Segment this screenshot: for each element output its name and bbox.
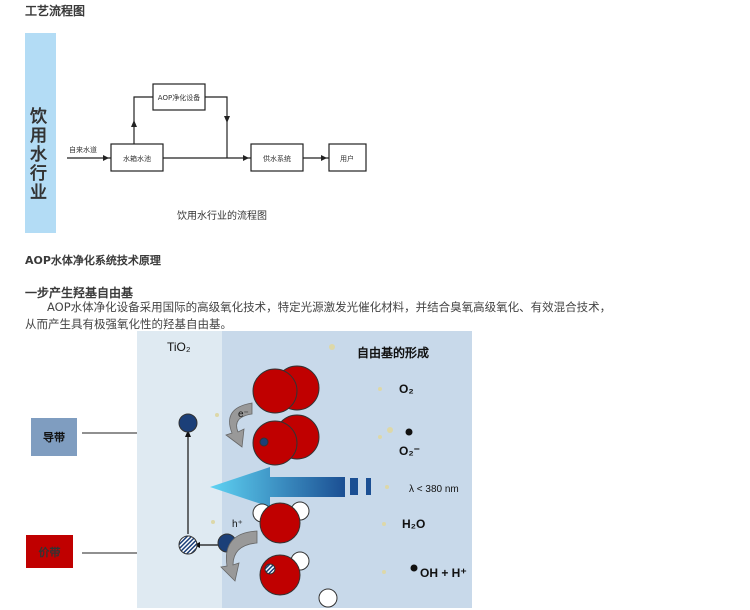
hole-dot	[178, 535, 198, 555]
supply-label: 供水系统	[263, 154, 291, 163]
valence-band-label: 价带	[26, 535, 73, 568]
paragraph: AOP水体净化设备采用国际的高级氧化技术，特定光源激发光催化材料，并结合臭氧高级…	[25, 300, 612, 331]
electron-dot	[178, 413, 198, 433]
flow-side-bar: 饮用水行业	[25, 33, 56, 233]
electron-transfer-arrow	[225, 402, 253, 448]
h2o-label: H₂O	[402, 517, 425, 531]
flow-lines	[67, 96, 329, 159]
section-title-process: 工艺流程图	[25, 4, 86, 18]
user-label: 用户	[340, 154, 354, 163]
inlet-label: 自来水道	[69, 145, 97, 154]
section-title-step: 一步产生羟基自由基	[25, 286, 134, 300]
flow-diagram: 饮用水行业 自来水道 水箱水池 AOP净化设备 供水系统 用户 饮用水行业的流程…	[25, 33, 380, 233]
tio2-layer	[137, 331, 222, 608]
light-arrow	[210, 467, 345, 507]
flow-caption: 饮用水行业的流程图	[177, 209, 267, 222]
flow-side-label: 饮用水行业	[30, 107, 47, 203]
o2-label: O₂	[399, 382, 414, 396]
aop-diagram: TiO₂ 自由基的形成 O₂ O₂⁻ λ < 380 nm H₂O OH + H…	[137, 331, 472, 608]
aop-label: AOP净化设备	[158, 93, 200, 102]
hole-label: h⁺	[232, 519, 243, 530]
tank-label: 水箱水池	[123, 154, 151, 163]
hole-transfer-arrow	[220, 530, 258, 582]
oh-label: OH + H⁺	[420, 566, 467, 580]
wavelength-label: λ < 380 nm	[409, 484, 459, 495]
conduction-band-label: 导带	[31, 418, 77, 456]
o2-radical-label: O₂⁻	[399, 444, 420, 458]
radical-formation-diagram: TiO₂ 自由基的形成 O₂ O₂⁻ λ < 380 nm H₂O OH + H…	[137, 331, 472, 608]
tio2-label: TiO₂	[167, 340, 191, 354]
flow-chart: 自来水道 水箱水池 AOP净化设备 供水系统 用户 饮用水行业的流程图	[67, 83, 367, 222]
section-title-principle: AOP水体净化系统技术原理	[25, 254, 161, 267]
electron-label: e⁻	[238, 409, 249, 420]
aop-title: 自由基的形成	[357, 345, 429, 360]
